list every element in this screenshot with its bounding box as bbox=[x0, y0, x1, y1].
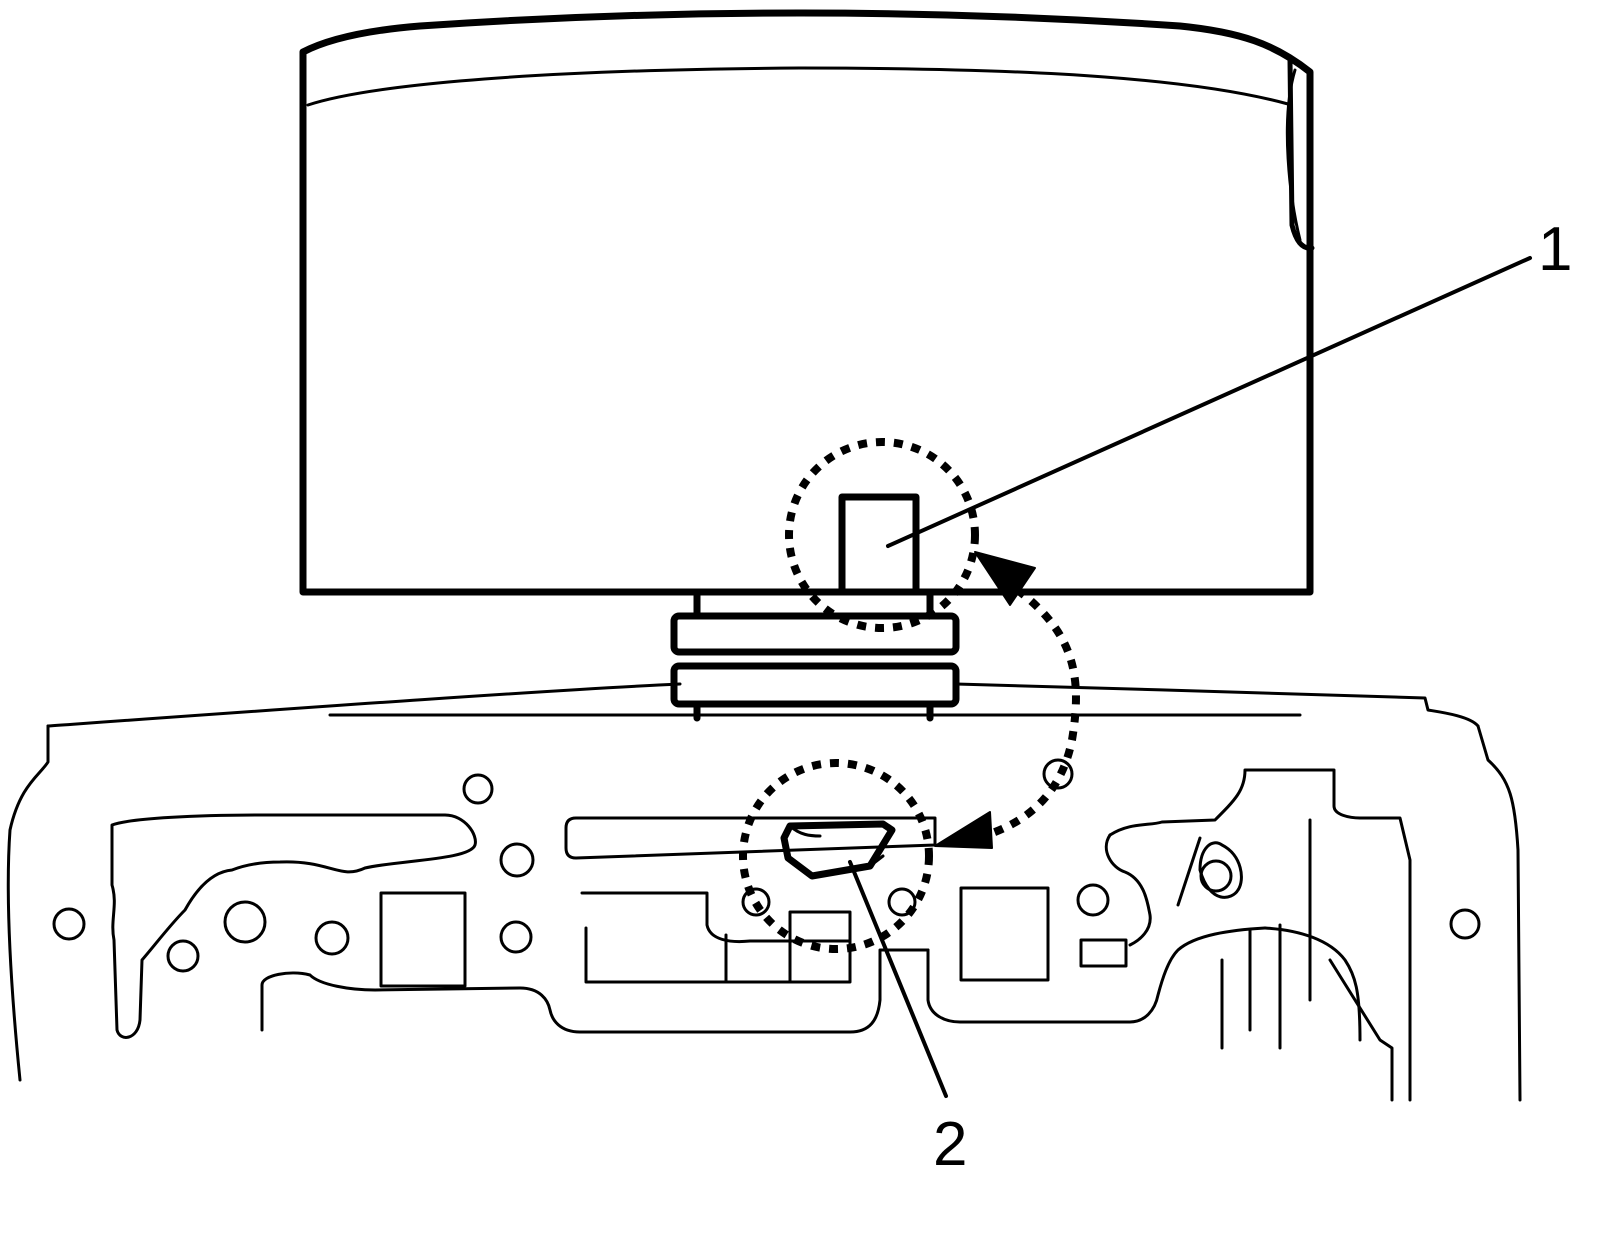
bolt-hole bbox=[166, 939, 200, 973]
part-1-highlight-circle bbox=[785, 438, 979, 632]
spacer-stack bbox=[670, 590, 960, 722]
part-2-highlight-circle bbox=[739, 759, 933, 953]
right-cutout-outline bbox=[926, 926, 1267, 1024]
spacer-block-lower bbox=[670, 662, 960, 708]
bolt-hole bbox=[499, 920, 533, 954]
upper-component bbox=[299, 9, 1315, 596]
alignment-arrow-path bbox=[959, 580, 1080, 846]
bolt-hole bbox=[223, 900, 267, 944]
callout-label-1: 1 bbox=[1538, 215, 1572, 284]
upper-component-outline bbox=[299, 9, 1314, 596]
right-boss bbox=[1198, 841, 1243, 899]
upper-component-inner-curve bbox=[306, 66, 1290, 107]
bolt-hole bbox=[314, 920, 350, 956]
bolt-hole bbox=[741, 887, 771, 917]
spacer-block-upper bbox=[670, 612, 960, 656]
bolt-hole bbox=[499, 842, 535, 878]
leader-line-2 bbox=[848, 860, 948, 1098]
right-inner-profile bbox=[1104, 833, 1152, 947]
right-small-slot bbox=[1079, 938, 1128, 968]
alignment-arrowhead-lower bbox=[934, 811, 993, 849]
part-2-socket bbox=[780, 820, 896, 880]
part-1-pin bbox=[838, 493, 920, 596]
upper-component-edge-tab-inner bbox=[1285, 68, 1302, 242]
center-channel bbox=[580, 891, 852, 944]
lower-component bbox=[6, 682, 1522, 1102]
center-box bbox=[584, 910, 852, 984]
left-cutout-outline bbox=[110, 813, 477, 1039]
bolt-hole bbox=[52, 907, 86, 941]
right-square-port bbox=[959, 886, 1050, 982]
left-inner-channel bbox=[260, 948, 930, 1034]
bolt-hole bbox=[1449, 908, 1481, 940]
right-vertical-ribs bbox=[1220, 818, 1394, 1102]
callout-label-2: 2 bbox=[933, 1110, 967, 1179]
lower-left-cutouts bbox=[110, 813, 937, 1039]
bolt-holes bbox=[52, 758, 1481, 973]
bolt-hole bbox=[1199, 859, 1233, 893]
bolt-hole bbox=[1042, 758, 1074, 790]
right-diagonal bbox=[1176, 836, 1202, 907]
right-lower-arc bbox=[1263, 926, 1362, 1042]
part-2-socket-shadow bbox=[788, 824, 885, 868]
lower-top-edge-right bbox=[954, 682, 1480, 728]
bolt-hole bbox=[887, 887, 917, 917]
lower-left-side bbox=[6, 724, 50, 1082]
left-long-slot bbox=[564, 816, 937, 860]
lower-right-cutouts bbox=[926, 768, 1412, 1102]
lower-top-edge bbox=[46, 682, 682, 728]
left-square-port bbox=[379, 891, 467, 988]
leader-line-1 bbox=[886, 256, 1532, 548]
upper-component-edge-tab bbox=[1287, 57, 1315, 251]
alignment-arrowhead-upper bbox=[974, 551, 1036, 606]
bolt-hole bbox=[462, 773, 494, 805]
bolt-hole bbox=[1076, 883, 1110, 917]
right-upper-bracket bbox=[1108, 768, 1412, 1102]
lower-right-side bbox=[1476, 724, 1522, 1102]
